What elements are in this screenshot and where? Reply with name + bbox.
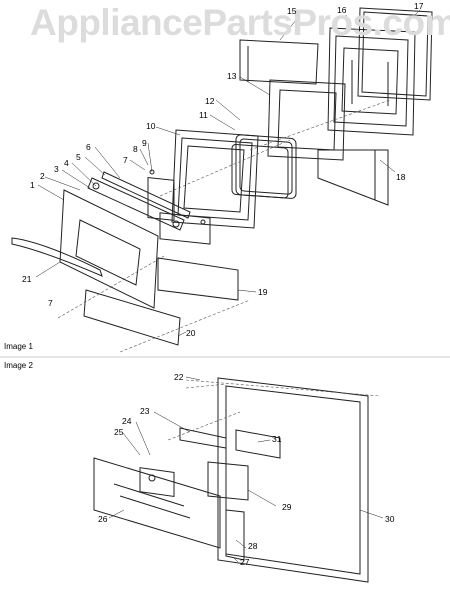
section-label-image-2: Image 2 [4, 361, 33, 370]
callout-5: 5 [76, 152, 81, 162]
callout-25: 25 [114, 427, 124, 437]
callout-19: 19 [258, 287, 268, 297]
control-plate-part [235, 429, 281, 459]
outer-door-panel-part [59, 189, 159, 309]
kick-panel-part [83, 289, 181, 346]
control-insulation-part [207, 461, 249, 501]
insulation-frame-part [239, 39, 319, 85]
callout-7-upper: 7 [123, 155, 128, 165]
callout-4: 4 [64, 158, 69, 168]
callout-16: 16 [337, 5, 347, 15]
callout-1: 1 [30, 180, 35, 190]
callout-7-lower: 7 [48, 298, 53, 308]
callout-23: 23 [140, 406, 150, 416]
callout-2: 2 [40, 171, 45, 181]
control-panel-part [93, 457, 221, 549]
callout-3: 3 [54, 164, 59, 174]
callout-31: 31 [272, 434, 282, 444]
callout-15: 15 [287, 6, 297, 16]
control-spacer-part [179, 427, 227, 449]
handle-mount-part [87, 171, 191, 231]
panel-bracket-part [225, 509, 245, 561]
callout-9: 9 [142, 138, 147, 148]
callout-21: 21 [22, 274, 32, 284]
section-label-image-1: Image 1 [4, 342, 33, 351]
callout-8: 8 [133, 144, 138, 154]
leader-lines [35, 9, 421, 563]
callout-26: 26 [98, 514, 108, 524]
callout-12: 12 [205, 96, 215, 106]
callout-6: 6 [86, 142, 91, 152]
callout-24: 24 [122, 416, 132, 426]
callout-13: 13 [227, 71, 237, 81]
callout-17: 17 [414, 1, 424, 11]
callout-18: 18 [396, 172, 406, 182]
callout-28: 28 [248, 541, 258, 551]
rear-door-panel-part [357, 7, 433, 101]
callout-29: 29 [282, 502, 292, 512]
back-bracket-part [317, 149, 389, 206]
callout-11: 11 [199, 110, 208, 120]
assembly-lines [57, 99, 391, 441]
door-frame-part [171, 129, 259, 229]
callout-20: 20 [186, 328, 196, 338]
door-handle-part [11, 237, 103, 277]
callout-10: 10 [146, 121, 156, 131]
callout-30: 30 [385, 514, 395, 524]
door-hinge-part [147, 169, 211, 245]
callout-27: 27 [240, 557, 250, 567]
bottom-trim-part [157, 257, 239, 301]
callout-22: 22 [174, 372, 184, 382]
